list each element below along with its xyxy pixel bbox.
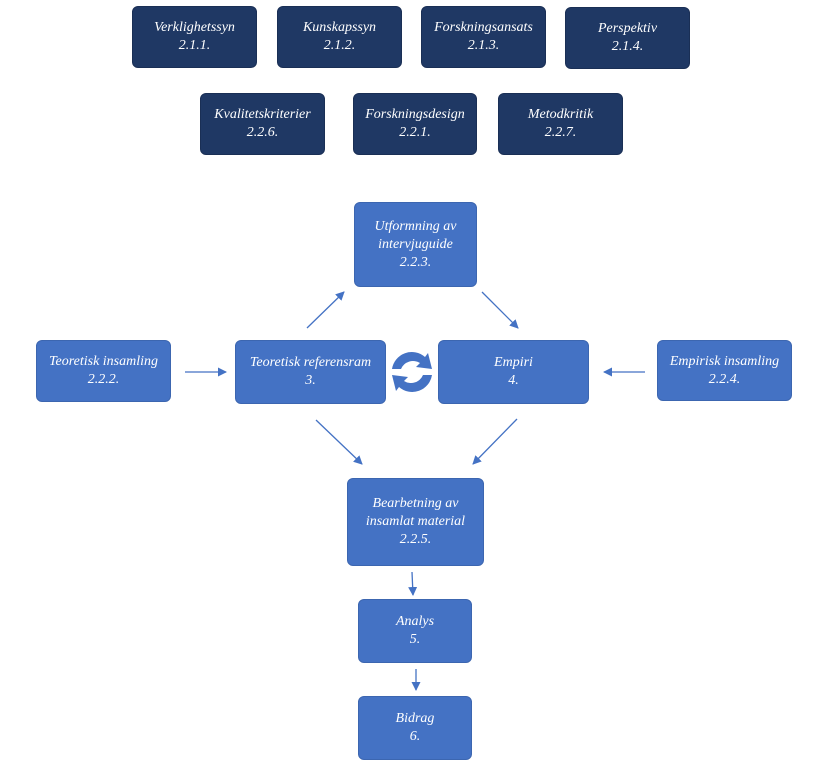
box-title: Verklighetssyn (154, 20, 235, 35)
box-section-number: 2.2.4. (708, 371, 741, 387)
arrow-referensram-to-utformning (306, 291, 345, 329)
arrow-referensram-to-bearbetning (315, 419, 363, 465)
box-analys: Analys 5. (358, 599, 472, 663)
box-teoretisk-insamling: Teoretisk insamling 2.2.2. (36, 340, 171, 402)
box-section-number: 6. (409, 729, 421, 744)
box-title-line2: intervjuguide (378, 236, 453, 252)
box-forskningsansats: Forskningsansats 2.1.3. (421, 6, 546, 68)
box-kunskapssyn: Kunskapssyn 2.1.2. (277, 6, 402, 68)
box-section-number: 2.1.2. (323, 38, 356, 53)
box-title: Bidrag (395, 711, 435, 726)
box-section-number: 2.1.1. (178, 38, 211, 53)
box-perspektiv: Perspektiv 2.1.4. (565, 7, 690, 69)
box-title: Forskningsansats (434, 20, 533, 35)
box-section-number: 2.2.5. (399, 532, 432, 547)
cycle-arrows-icon (392, 352, 432, 392)
box-kvalitetskriterier: Kvalitetskriterier 2.2.6. (200, 93, 325, 155)
box-section-number: 2.2.7. (544, 125, 577, 140)
arrow-bearbetning-to-analys (408, 571, 418, 596)
box-title: Empirisk insamling (669, 353, 780, 369)
box-title: Kvalitetskriterier (214, 107, 311, 122)
box-title: Teoretisk insamling (48, 354, 159, 369)
box-title: Empiri (494, 355, 533, 370)
box-section-number: 3. (305, 373, 316, 388)
box-empirisk-insamling: Empirisk insamling 2.2.4. (657, 340, 792, 401)
box-section-number: 4. (508, 373, 519, 388)
box-section-number: 5. (409, 632, 421, 647)
box-bearbetning-material: Bearbetning av insamlat material 2.2.5. (347, 478, 484, 566)
box-title: Perspektiv (597, 21, 658, 36)
box-title-line1: Bearbetning av (372, 496, 459, 511)
box-metodkritik: Metodkritik 2.2.7. (498, 93, 623, 155)
box-section-number: 2.1.4. (611, 39, 644, 54)
box-title: Analys (395, 614, 435, 629)
box-section-number: 2.2.6. (246, 125, 279, 140)
box-empiri: Empiri 4. (438, 340, 589, 404)
box-title-line1: Utformning av (374, 218, 457, 234)
box-title: Teoretisk referensram (249, 355, 372, 370)
arrow-empiri-to-bearbetning (472, 418, 518, 465)
box-section-number: 2.2.1. (399, 125, 431, 140)
box-title: Kunskapssyn (302, 20, 377, 35)
box-title-line2: insamlat material (365, 514, 466, 529)
box-section-number: 2.1.3. (467, 38, 500, 53)
box-forskningsdesign: Forskningsdesign 2.2.1. (353, 93, 477, 155)
box-verklighetssyn: Verklighetssyn 2.1.1. (132, 6, 257, 68)
box-bidrag: Bidrag 6. (358, 696, 472, 760)
box-title: Forskningsdesign (365, 107, 465, 122)
box-teoretisk-referensram: Teoretisk referensram 3. (235, 340, 386, 404)
box-title: Metodkritik (527, 107, 594, 122)
box-utformning-intervjuguide: Utformning av intervjuguide 2.2.3. (354, 202, 477, 287)
box-section-number: 2.2.2. (87, 372, 120, 387)
box-section-number: 2.2.3. (399, 254, 432, 270)
arrow-utformning-to-empiri (481, 291, 519, 329)
